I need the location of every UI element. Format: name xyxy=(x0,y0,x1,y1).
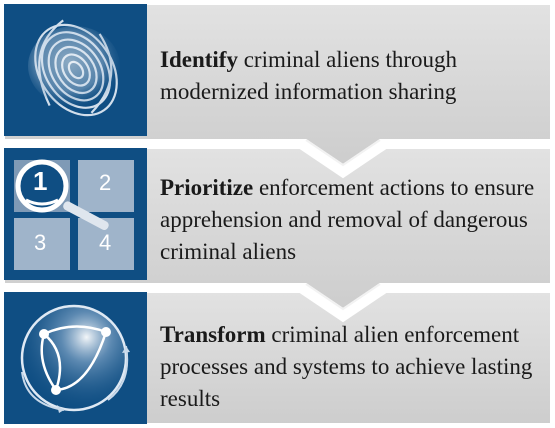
numbered-priority-grid-icon xyxy=(14,159,134,270)
step-3-keyword: Transform xyxy=(160,322,266,347)
grid-label-1: 1 xyxy=(33,166,48,196)
step-1-description: Identify criminal aliens through moderni… xyxy=(160,44,545,108)
grid-label-3: 3 xyxy=(34,230,47,255)
network-globe-icon xyxy=(20,304,130,413)
step-1-keyword: Identify xyxy=(160,47,238,72)
fingerprint-icon xyxy=(28,19,120,117)
grid-label-2: 2 xyxy=(99,170,112,195)
priority-grid-tile: 1 2 3 4 xyxy=(4,148,147,280)
step-2-description: Prioritize enforcement actions to ensure… xyxy=(160,172,545,268)
step-2-text: enforcement actions to ensure apprehensi… xyxy=(160,175,535,264)
step-2-keyword: Prioritize xyxy=(160,175,254,200)
fingerprint-tile xyxy=(4,4,147,136)
grid-label-4: 4 xyxy=(99,230,112,255)
step-3-text: criminal alien enforcement processes and… xyxy=(160,322,533,411)
network-globe-tile xyxy=(4,292,147,424)
step-3-description: Transform criminal alien enforcement pro… xyxy=(160,319,545,415)
step-1-text: criminal aliens through modernized infor… xyxy=(160,47,458,104)
